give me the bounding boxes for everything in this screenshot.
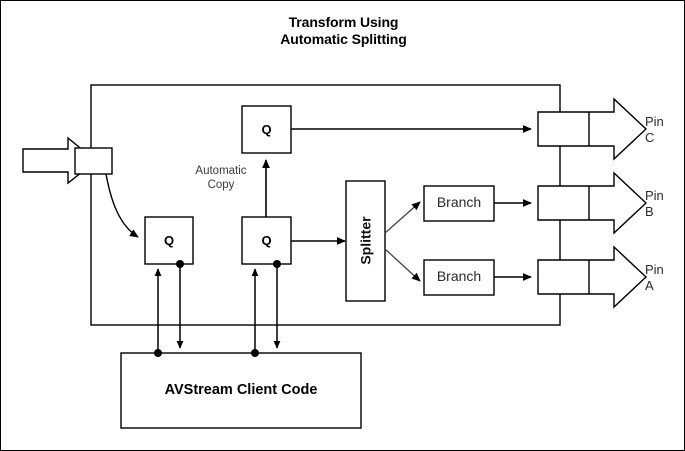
pin-c-line-2: C <box>645 129 655 145</box>
queue-middle-out-dot <box>273 260 281 268</box>
pin-b-line-2: B <box>645 203 654 219</box>
automatic-copy-line-1: Automatic <box>195 165 247 177</box>
title-line-2: Automatic Splitting <box>280 31 407 48</box>
pin-c-line-1: Pin <box>645 114 664 129</box>
input-to-queue-curve <box>105 173 139 238</box>
branch-upper-label: Branch <box>436 194 482 210</box>
splitter-to-branch-upper-arrow <box>384 201 421 234</box>
queue-top-label: Q <box>261 122 272 137</box>
title-line-1: Transform Using <box>288 14 399 30</box>
branch-lower-label: Branch <box>436 268 482 284</box>
pin-a-line-2: A <box>645 277 654 293</box>
branch-box-lower <box>423 259 495 296</box>
queue-middle-in-dot <box>251 349 259 357</box>
automatic-copy-line-2: Copy <box>207 179 235 192</box>
input-pin-rect <box>74 147 113 175</box>
splitter-to-branch-lower-arrow <box>384 248 421 282</box>
queue-box-left <box>144 216 194 265</box>
splitter-box <box>345 180 386 302</box>
queue-left-out-dot <box>176 260 184 268</box>
pin-a-line-1: Pin <box>645 262 664 277</box>
client-code-box <box>120 352 362 429</box>
branch-box-upper <box>423 185 495 222</box>
splitter-label: Splitter <box>357 216 374 265</box>
pin-c-block-arrow <box>537 97 648 161</box>
queue-left-label: Q <box>163 233 175 248</box>
pin-a-block-arrow <box>537 245 648 309</box>
pin-b-block-arrow <box>537 171 648 235</box>
pin-b-line-1: Pin <box>645 188 664 203</box>
client-code-label: AVStream Client Code <box>164 382 318 398</box>
queue-left-in-dot <box>154 349 162 357</box>
queue-middle-label: Q <box>261 233 272 248</box>
